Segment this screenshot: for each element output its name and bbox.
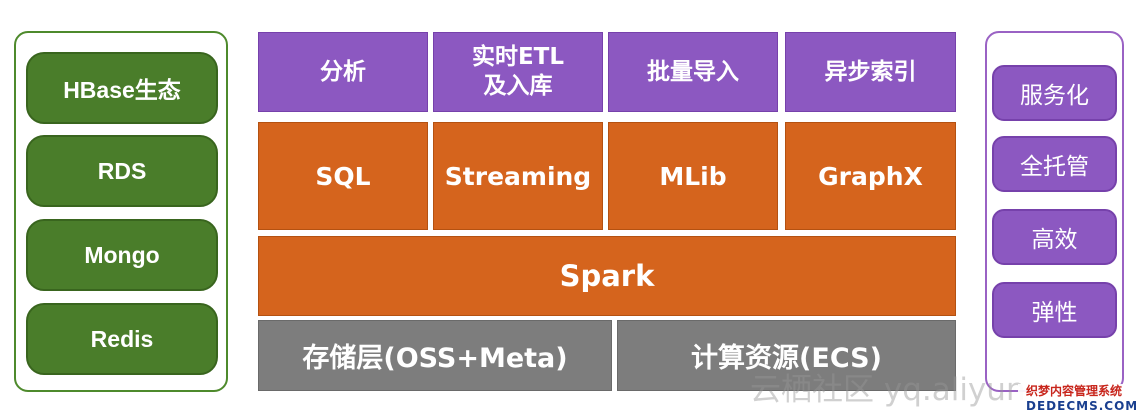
streaming-block: Streaming: [433, 122, 603, 230]
mlib-label: MLib: [659, 161, 727, 191]
sql-block: SQL: [258, 122, 428, 230]
features-panel: 服务化 全托管 高效 弹性: [985, 31, 1124, 392]
feature-efficient-pill: 高效: [992, 209, 1117, 265]
hbase-pill: HBase生态: [26, 52, 218, 124]
mlib-block: MLib: [608, 122, 778, 230]
app-analysis-block: 分析: [258, 32, 428, 112]
app-realtime-etl-block: 实时ETL 及入库: [433, 32, 603, 112]
sql-label: SQL: [315, 161, 371, 191]
feature-managed-pill: 全托管: [992, 136, 1117, 192]
badge-line1: 织梦内容管理系统: [1026, 384, 1123, 398]
storage-layer-label: 存储层(OSS+Meta): [302, 343, 568, 374]
app-analysis-label: 分析: [320, 58, 366, 85]
spark-label: Spark: [559, 259, 655, 293]
app-async-index-block: 异步索引: [785, 32, 956, 112]
compute-resource-label: 计算资源(ECS): [691, 343, 882, 374]
storage-layer-block: 存储层(OSS+Meta): [258, 320, 612, 391]
app-batch-import-label: 批量导入: [647, 58, 739, 85]
watermark-text: 云栖社区 yq.aliyun: [750, 372, 1026, 408]
app-realtime-etl-line2: 及入库: [483, 73, 553, 99]
graphx-label: GraphX: [818, 161, 923, 191]
app-batch-import-block: 批量导入: [608, 32, 778, 112]
graphx-block: GraphX: [785, 122, 956, 230]
rds-pill: RDS: [26, 135, 218, 207]
compute-resource-block: 计算资源(ECS): [617, 320, 956, 391]
watermark-badge: 织梦内容管理系统 DEDECMS.COM: [1018, 384, 1136, 416]
data-sources-panel: HBase生态 RDS Mongo Redis: [14, 31, 228, 392]
mongo-pill: Mongo: [26, 219, 218, 291]
redis-pill: Redis: [26, 303, 218, 375]
app-async-index-label: 异步索引: [824, 58, 917, 85]
spark-block: Spark: [258, 236, 956, 316]
feature-elastic-pill: 弹性: [992, 282, 1117, 338]
badge-line2: DEDECMS.COM: [1026, 399, 1136, 413]
app-realtime-etl-line1: 实时ETL: [471, 44, 565, 71]
feature-service-pill: 服务化: [992, 65, 1117, 121]
streaming-label: Streaming: [444, 161, 592, 191]
